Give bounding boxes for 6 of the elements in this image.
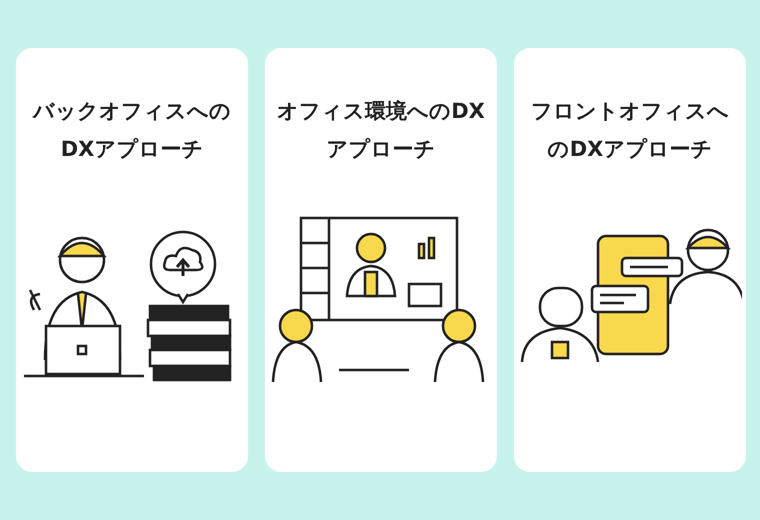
- card-title: フロントオフィスへのDXアプローチ: [530, 98, 730, 163]
- card-background: [265, 48, 497, 472]
- card-title: バックオフィスへのDXアプローチ: [31, 98, 232, 163]
- card-title: オフィス環境へのDXアプローチ: [276, 98, 486, 163]
- card-background: [16, 48, 248, 472]
- card-background: [514, 48, 746, 472]
